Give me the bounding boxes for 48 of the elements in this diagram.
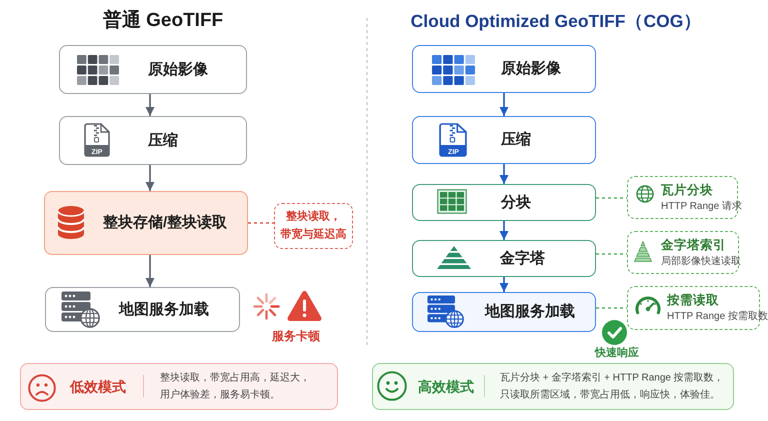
mode-description: 整块读取，带宽占用高，延迟大，用户体验差，服务易卡顿。 xyxy=(160,371,311,402)
arrow xyxy=(500,93,508,116)
summary-panel xyxy=(20,363,338,410)
process-box xyxy=(59,116,247,165)
node-label: 金字塔 xyxy=(500,250,545,268)
mode-description: 瓦片分块 + 金字塔索引 + HTTP Range 按需取数，只读取所需区域，带宽占用低，响应快，体验佳。 xyxy=(500,371,725,402)
summary-panel xyxy=(372,363,734,410)
dashed-connector xyxy=(248,222,274,224)
callout-title: 瓦片分块 xyxy=(661,183,713,198)
process-box xyxy=(45,287,240,332)
callout-text: 整块读取，带宽与延迟高 xyxy=(280,209,346,242)
mode-title: 低效模式 xyxy=(70,378,126,395)
node-label: 原始影像 xyxy=(501,60,561,78)
arrow xyxy=(500,277,508,292)
callout-box xyxy=(627,231,739,274)
status-label: 服务卡顿 xyxy=(272,329,320,344)
dashed-connector xyxy=(596,307,627,309)
callout-text: HTTP Range 请求 xyxy=(661,201,742,213)
node-label: 压缩 xyxy=(148,132,178,150)
process-box xyxy=(412,184,596,221)
node-label: 整块存储/整块读取 xyxy=(103,214,228,232)
process-box xyxy=(412,240,596,277)
callout-box xyxy=(274,203,353,249)
process-box xyxy=(412,116,596,164)
arrow xyxy=(500,221,508,240)
arrow xyxy=(146,165,154,191)
dashed-connector xyxy=(596,253,627,255)
process-box xyxy=(44,191,248,255)
node-label: 分块 xyxy=(501,194,531,212)
node-label: 地图服务加载 xyxy=(119,300,209,318)
callout-text: HTTP Range 按需取数 xyxy=(667,311,768,323)
column-title: 普通 GeoTIFF xyxy=(102,10,224,33)
column-title: Cloud Optimized GeoTIFF（COG） xyxy=(410,11,702,32)
callout-title: 金字塔索引 xyxy=(661,238,726,253)
mode-title: 高效模式 xyxy=(418,378,474,395)
process-box xyxy=(59,45,247,94)
node-label: 压缩 xyxy=(501,131,531,149)
arrow xyxy=(146,255,154,287)
process-box xyxy=(412,292,596,332)
node-label: 原始影像 xyxy=(148,60,208,78)
dashed-connector xyxy=(596,197,627,199)
callout-title: 按需读取 xyxy=(667,293,719,308)
arrow xyxy=(500,164,508,184)
process-box xyxy=(412,45,596,93)
status-label: 快速响应 xyxy=(595,347,639,360)
arrow xyxy=(146,94,154,116)
callout-text: 局部影像快速读取 xyxy=(661,256,741,268)
node-label: 地图服务加载 xyxy=(485,303,575,321)
